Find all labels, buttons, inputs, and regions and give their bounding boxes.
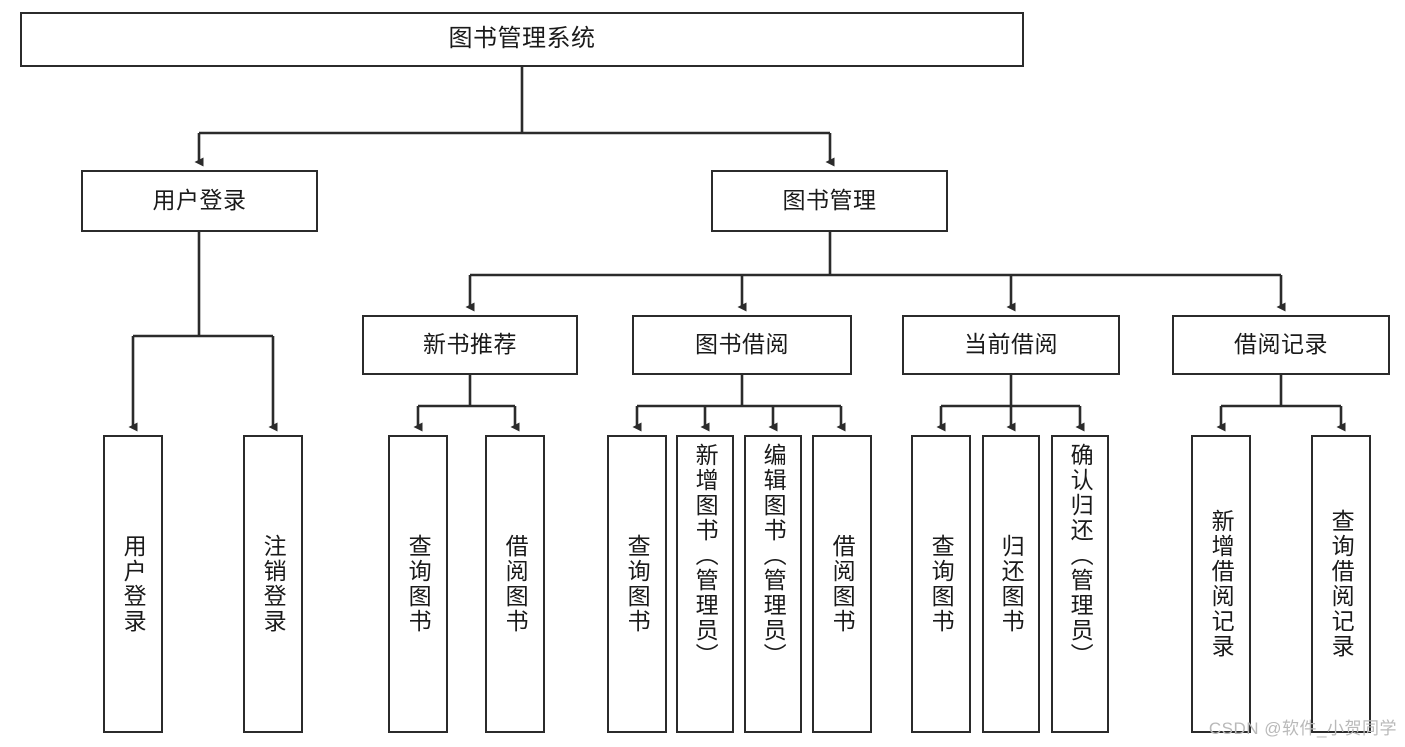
node-label: 借阅记录 [1234, 331, 1328, 358]
leaf-borrow-edit-book-admin[interactable]: 编辑图书（管理员） [744, 435, 802, 733]
node-label: 新增图书（管理员） [692, 443, 719, 668]
leaf-record-add-record[interactable]: 新增借阅记录 [1191, 435, 1251, 733]
leaf-borrow-query-book[interactable]: 查询图书 [607, 435, 667, 733]
node-user-login[interactable]: 用户登录 [81, 170, 318, 232]
leaf-recommend-borrow-book[interactable]: 借阅图书 [485, 435, 545, 733]
node-label: 编辑图书（管理员） [760, 443, 787, 668]
node-label: 归还图书 [998, 534, 1025, 634]
leaf-borrow-add-book-admin[interactable]: 新增图书（管理员） [676, 435, 734, 733]
leaf-user-logout[interactable]: 注销登录 [243, 435, 303, 733]
node-label: 查询图书 [405, 534, 432, 634]
node-label: 查询借阅记录 [1328, 509, 1355, 659]
leaf-current-confirm-return-admin[interactable]: 确认归还（管理员） [1051, 435, 1109, 733]
node-root-system[interactable]: 图书管理系统 [20, 12, 1024, 67]
leaf-current-return-book[interactable]: 归还图书 [982, 435, 1040, 733]
node-label: 图书管理 [782, 187, 877, 214]
node-book-borrow[interactable]: 图书借阅 [632, 315, 852, 375]
leaf-user-login[interactable]: 用户登录 [103, 435, 163, 733]
node-book-management[interactable]: 图书管理 [711, 170, 948, 232]
node-label: 用户登录 [120, 534, 147, 634]
node-label: 注销登录 [260, 534, 287, 634]
node-label: 图书借阅 [695, 331, 789, 358]
leaf-recommend-query-book[interactable]: 查询图书 [388, 435, 448, 733]
node-label: 新增借阅记录 [1208, 509, 1235, 659]
node-label: 新书推荐 [423, 331, 517, 358]
node-label: 用户登录 [152, 187, 247, 214]
node-current-borrow[interactable]: 当前借阅 [902, 315, 1120, 375]
node-new-book-recommend[interactable]: 新书推荐 [362, 315, 578, 375]
csdn-watermark: CSDN @软件_小贺同学 [1208, 719, 1397, 738]
leaf-borrow-borrow-book[interactable]: 借阅图书 [812, 435, 872, 733]
node-borrow-record[interactable]: 借阅记录 [1172, 315, 1390, 375]
node-label: 查询图书 [928, 534, 955, 634]
leaf-current-query-book[interactable]: 查询图书 [911, 435, 971, 733]
leaf-record-query-record[interactable]: 查询借阅记录 [1311, 435, 1371, 733]
node-label: 当前借阅 [964, 331, 1058, 358]
node-label: 借阅图书 [829, 534, 856, 634]
node-label: 查询图书 [624, 534, 651, 634]
node-label: 图书管理系统 [448, 25, 596, 53]
node-label: 借阅图书 [502, 534, 529, 634]
node-label: 确认归还（管理员） [1067, 443, 1094, 668]
